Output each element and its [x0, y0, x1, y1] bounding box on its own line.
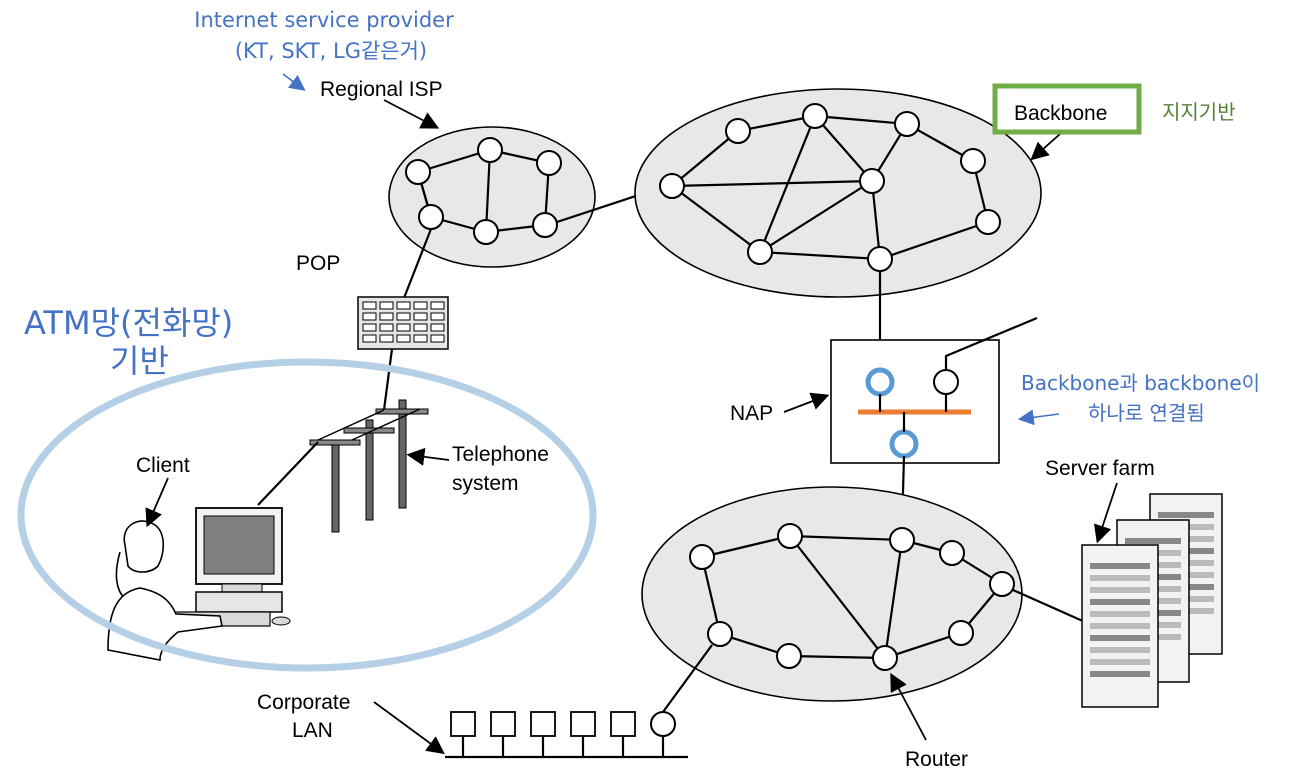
server-farm-icon [1081, 493, 1223, 708]
backbone-node [975, 209, 1001, 235]
lower-node [989, 571, 1015, 597]
pop-icon [357, 296, 449, 350]
lower-node [889, 527, 915, 553]
backbone-node [859, 168, 885, 194]
lower-node [707, 621, 733, 647]
server-farm-label: Server farm [1045, 457, 1155, 480]
router-arrow [890, 672, 927, 741]
nap-note-line1: Backbone과 backbone이 [1021, 371, 1260, 395]
nap-node [933, 369, 959, 395]
corporate-label-line1: Corporate [257, 691, 350, 714]
telephone-label-line2: system [452, 472, 519, 495]
pop-telephone-link [382, 348, 394, 411]
backbone-note: 지지기반 [1162, 100, 1236, 124]
telephone-client-link [257, 441, 319, 506]
corporate-lan-arrow [373, 701, 445, 755]
atm-label-line2: 기반 [110, 342, 169, 380]
atm-label-line1: ATM망(전화망) [24, 304, 233, 342]
client-computer-icon [173, 507, 291, 627]
client-label: Client [136, 454, 190, 477]
lower-node [689, 544, 715, 570]
regional-isp-arrow [383, 99, 440, 129]
lan-router-node [650, 711, 676, 737]
backbone-node [747, 239, 773, 265]
telephone-arrow [406, 447, 450, 466]
isp-node [477, 137, 503, 163]
lower-node [948, 620, 974, 646]
isp-node [532, 212, 558, 238]
backbone-node [659, 173, 685, 199]
lower-node [777, 523, 803, 549]
nap-note-arrow [1017, 409, 1060, 426]
router-label: Router [905, 748, 968, 771]
backbone-node [960, 148, 986, 174]
nap-note-line2: 하나로 연결됨 [1088, 401, 1205, 425]
telephone-poles-icon [309, 399, 429, 533]
nap-ring-node [865, 367, 895, 397]
backbone-node [725, 118, 751, 144]
lower-node [776, 643, 802, 669]
backbone-network [634, 88, 1042, 298]
backbone-node [802, 103, 828, 129]
nap-box [830, 316, 1038, 464]
isp-node [405, 159, 431, 185]
nap-ring-node [889, 429, 919, 459]
lower-node [939, 540, 965, 566]
backbone-label-box [992, 83, 1142, 135]
backbone-node [894, 111, 920, 137]
corporate-lan [445, 711, 688, 759]
corporate-label-line2: LAN [292, 719, 333, 742]
backbone-node [867, 246, 893, 272]
server-farm-arrow [1094, 482, 1118, 544]
client-arrow [145, 477, 169, 528]
atm-boundary-ellipse [17, 358, 597, 672]
backbone-arrow [1030, 133, 1061, 161]
isp-node [473, 219, 499, 245]
isp-note-arrow [282, 73, 306, 91]
regional-isp-label: Regional ISP [320, 78, 443, 101]
corporate-lan-link [662, 644, 713, 713]
isp-note-line1: Internet service provider [194, 8, 454, 32]
isp-pop-link [402, 228, 433, 299]
pop-label: POP [296, 252, 340, 275]
regional-isp-network [388, 126, 596, 268]
nap-label: NAP [730, 402, 773, 425]
isp-note-line2: (KT, SKT, LG같은거) [235, 39, 427, 63]
router-node [872, 645, 898, 671]
lower-regional-network [641, 486, 1023, 702]
telephone-label-line1: Telephone [452, 443, 549, 466]
isp-node [418, 204, 444, 230]
backbone-label: Backbone [1014, 102, 1107, 125]
lower-network-cloud [641, 486, 1023, 702]
isp-node [536, 150, 562, 176]
nap-arrow [783, 392, 830, 413]
server-farm-link [1012, 588, 1086, 624]
